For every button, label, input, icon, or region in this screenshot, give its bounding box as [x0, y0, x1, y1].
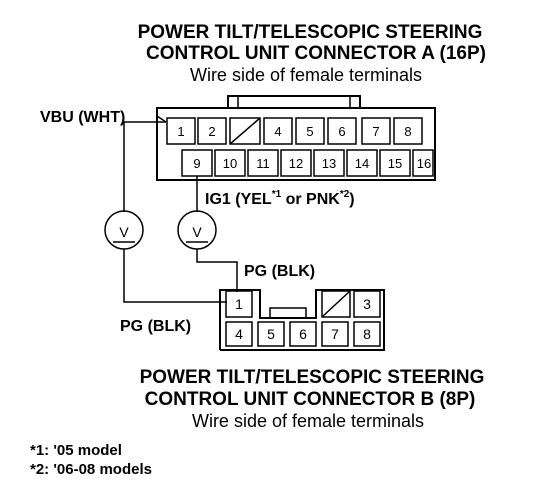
ig1-sup1: *1 [272, 189, 282, 200]
voltmeter-2: V [177, 210, 217, 250]
connector-b-blank-slash [321, 290, 351, 318]
connector-a-subtitle: Wire side of female terminals [190, 65, 422, 85]
pin-label: 8 [404, 124, 411, 139]
connector-a-title-line2: CONTROL UNIT CONNECTOR A (16P) [146, 43, 486, 64]
connector-b-pin-4 [225, 321, 253, 347]
connector-a-pin-6 [327, 117, 357, 145]
footnote-1: *1: '05 model [30, 442, 122, 459]
pin-label: 8 [363, 326, 371, 342]
voltmeter-1: V [104, 210, 144, 250]
connector-b-lock-tab [269, 307, 307, 319]
pin-label: 12 [289, 156, 303, 171]
connector-a-title-line1: POWER TILT/TELESCOPIC STEERING [138, 22, 483, 43]
pin-label: 6 [338, 124, 345, 139]
connector-a-pin-4 [263, 117, 293, 145]
pin-label: 9 [193, 156, 200, 171]
pg-top-wire [196, 249, 238, 292]
pin-label: 16 [417, 156, 431, 171]
connector-a-pin-3-blank [229, 117, 261, 145]
connector-a-pin-7 [361, 117, 391, 145]
pin-label: 5 [306, 124, 313, 139]
pin-label: 5 [267, 326, 275, 342]
connector-a-blank-slash [229, 117, 261, 145]
connector-b-housing [219, 289, 385, 351]
connector-a-pin-2 [197, 117, 227, 145]
connector-b-pin-2-blank [321, 290, 351, 318]
connector-b-pin-7 [321, 321, 349, 347]
pin-label: 14 [355, 156, 369, 171]
connector-b-subtitle: Wire side of female terminals [192, 411, 424, 431]
voltmeter-1-symbol: V [119, 224, 129, 240]
connector-b-pin-6 [289, 321, 317, 347]
connector-a-pin-12 [280, 149, 312, 177]
pin-label: 1 [177, 124, 184, 139]
voltmeter-2-symbol: V [192, 224, 202, 240]
footnote-2: *2: '06-08 models [30, 461, 152, 478]
pin-label: 4 [274, 124, 281, 139]
connector-b-title-line2: CONTROL UNIT CONNECTOR B (8P) [145, 389, 476, 410]
pg-top-label: PG (BLK) [244, 263, 315, 280]
connector-a-pin-1 [166, 117, 196, 145]
pg-left-wire [123, 249, 227, 303]
pin-label: 7 [372, 124, 379, 139]
pg-left-label: PG (BLK) [120, 318, 191, 335]
pin-label: 1 [235, 296, 243, 312]
connector-a-pin-15 [379, 149, 411, 177]
ig1-sup2: *2 [340, 189, 350, 200]
ig1-label-or: or PNK [281, 191, 340, 208]
vbu-wire [123, 121, 166, 212]
connector-b: 1 3 4 5 6 7 8 [219, 289, 385, 351]
connector-a-pin-16 [412, 149, 434, 177]
connector-a-pin-5 [295, 117, 325, 145]
pin-label: 4 [235, 326, 243, 342]
connector-a-pin-13 [313, 149, 345, 177]
connector-b-pin-3 [353, 290, 381, 318]
pin-label: 13 [322, 156, 336, 171]
connector-a-pin-10 [214, 149, 246, 177]
connector-a: 1 2 4 5 6 7 8 9 10 11 12 13 14 15 16 [156, 95, 436, 181]
connector-b-pin-1 [225, 290, 253, 318]
connector-b-pin-8 [353, 321, 381, 347]
connector-b-title-line1: POWER TILT/TELESCOPIC STEERING [140, 367, 485, 388]
connector-a-lock-tab [227, 95, 361, 109]
pin-label: 11 [256, 156, 270, 171]
pin-label: 7 [331, 326, 339, 342]
connector-a-pin-8 [393, 117, 423, 145]
pin-label: 2 [208, 124, 215, 139]
vbu-label: VBU (WHT) [40, 109, 125, 126]
ig1-label: IG1 (YEL*1 or PNK*2) [205, 189, 355, 208]
connector-a-pin-14 [346, 149, 378, 177]
connector-b-pin-5 [257, 321, 285, 347]
pin-label: 15 [388, 156, 402, 171]
pin-label: 10 [223, 156, 237, 171]
pin-label: 6 [299, 326, 307, 342]
ig1-label-close: ) [349, 191, 354, 208]
ig1-label-main: IG1 (YEL [205, 191, 272, 208]
pin-label: 3 [363, 296, 371, 312]
connector-a-pin-11 [247, 149, 279, 177]
